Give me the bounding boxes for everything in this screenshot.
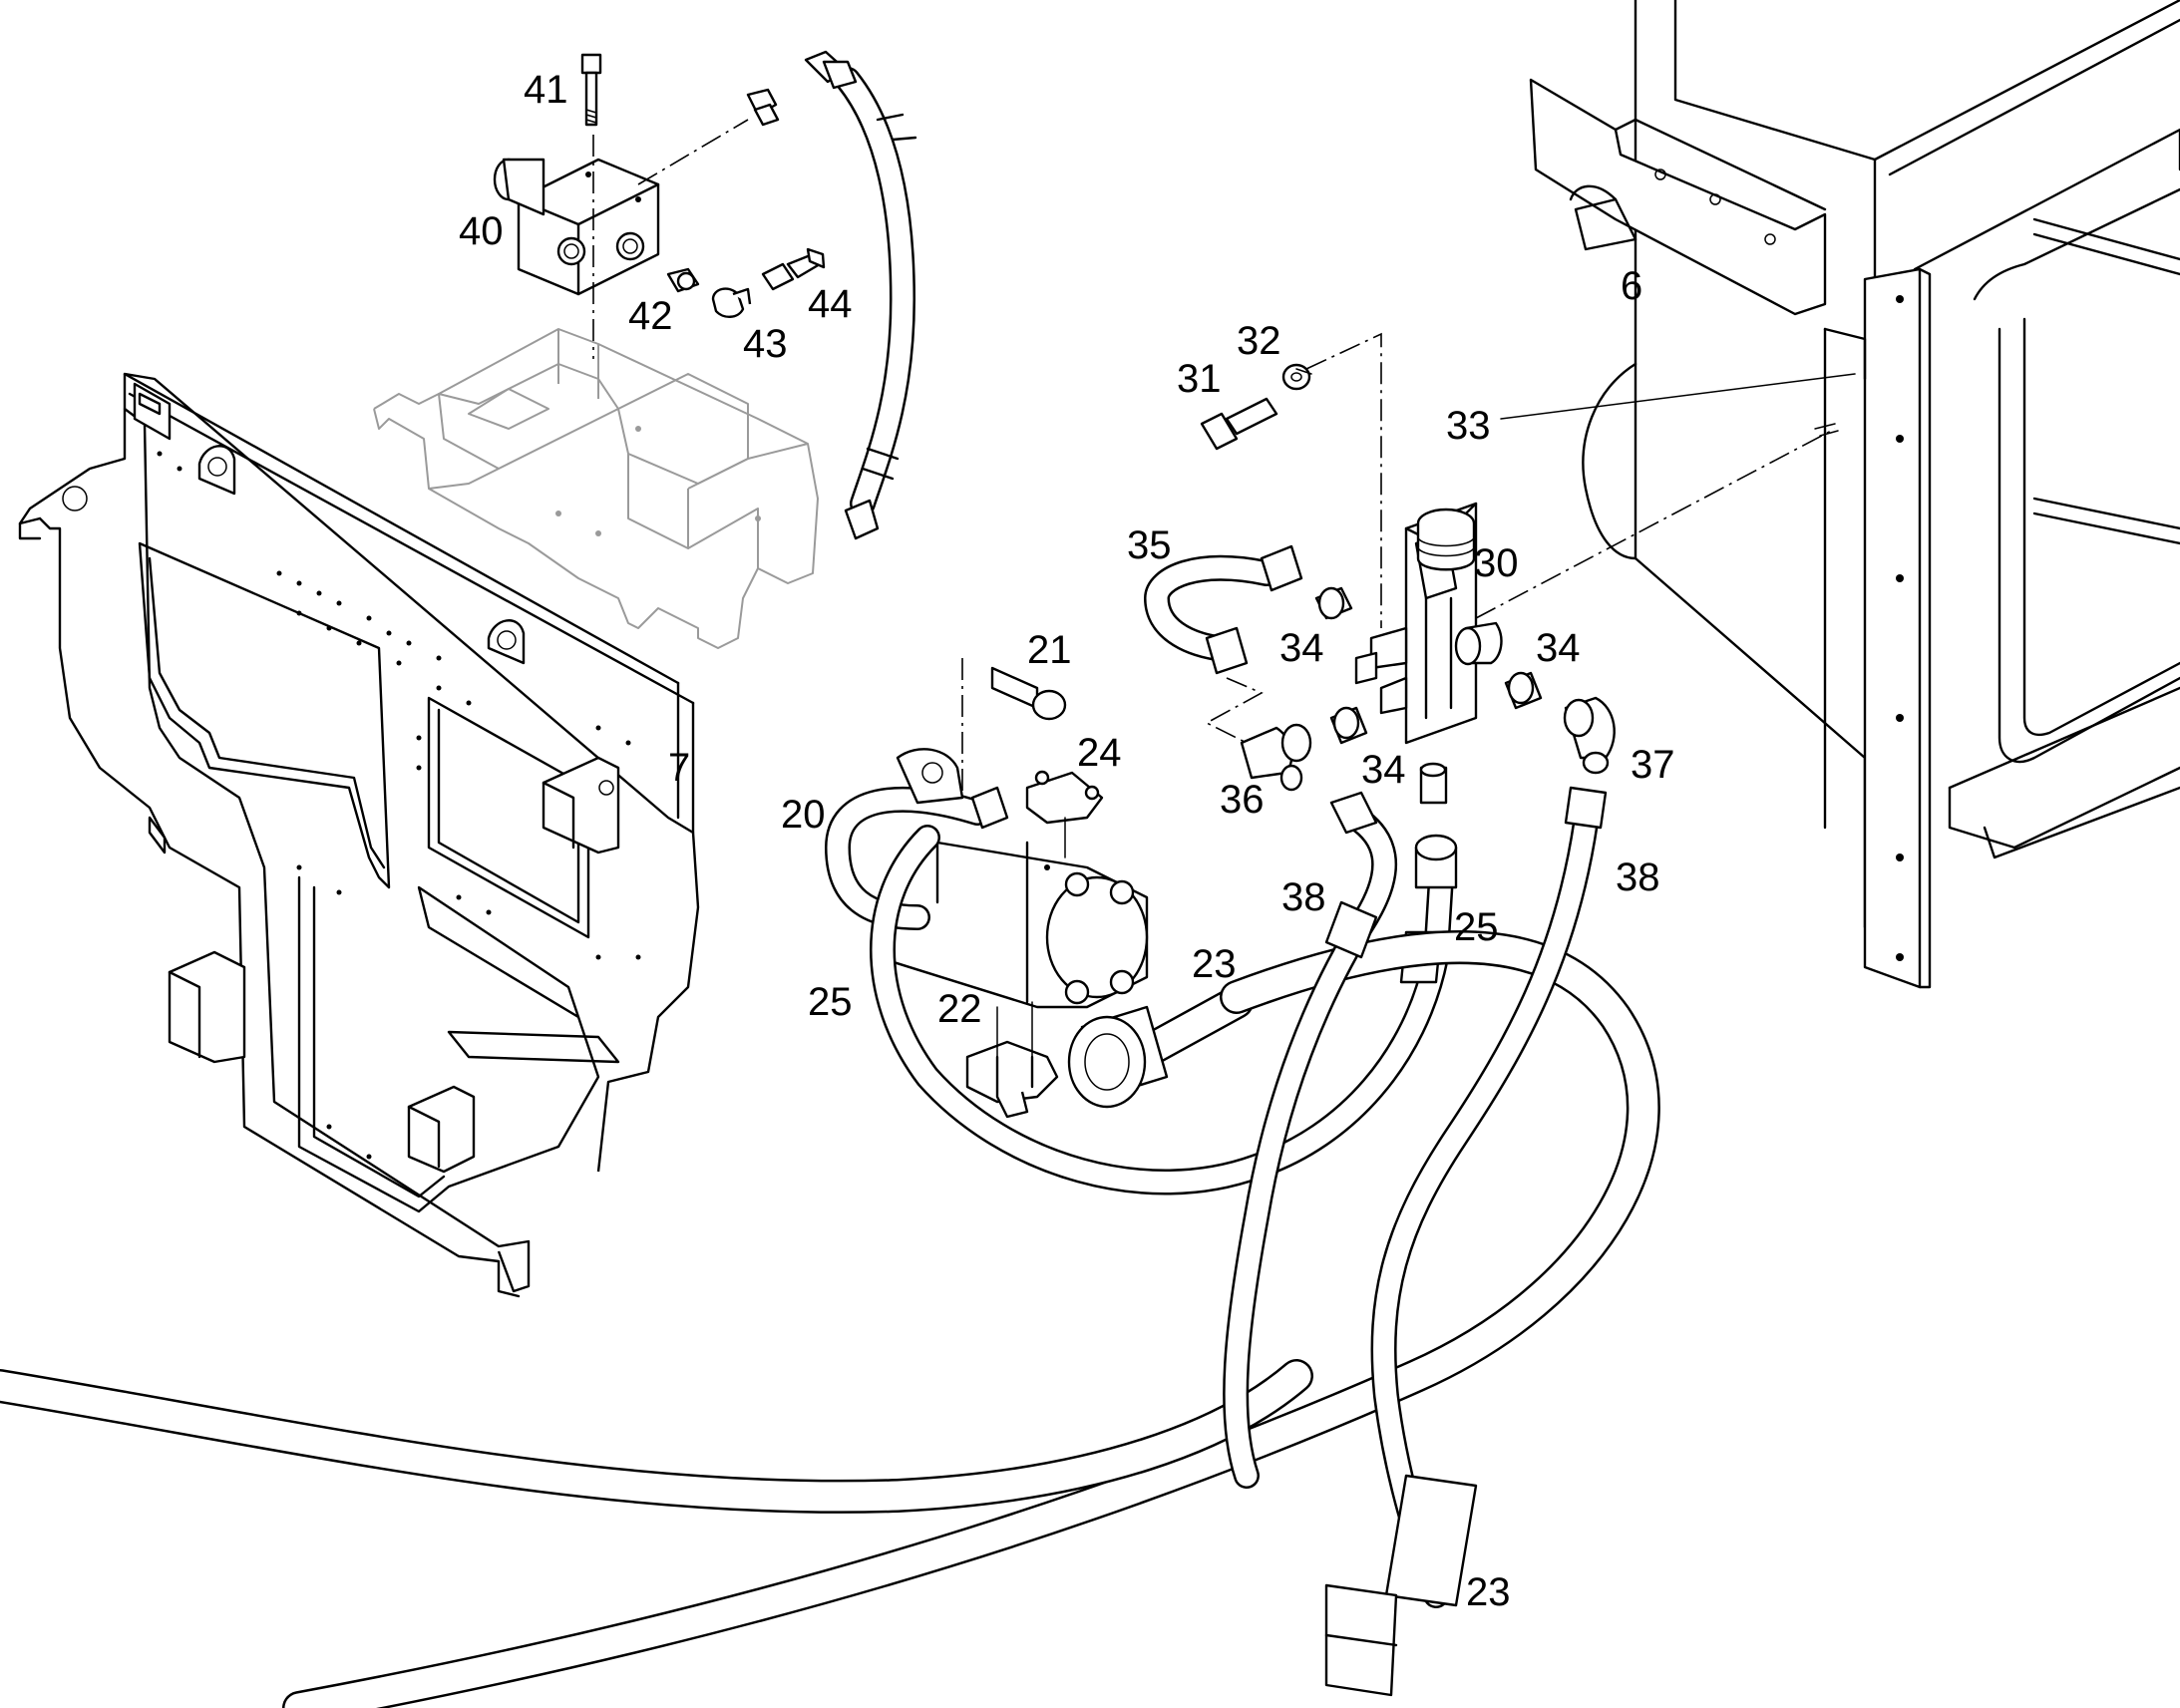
callout-7: 7 — [668, 746, 690, 790]
callout-32: 32 — [1237, 319, 1281, 363]
part-22-clamp — [965, 1001, 1059, 1119]
callout-23-upper: 23 — [1192, 942, 1237, 986]
part-20-pump — [876, 841, 1149, 1009]
part-30-valve — [1354, 502, 1503, 745]
callout-23-lower: 23 — [1466, 1570, 1511, 1614]
part-41-bolt — [580, 53, 602, 127]
callout-34-b: 34 — [1536, 626, 1581, 670]
callout-30: 30 — [1474, 541, 1519, 585]
part-24-clamp — [1025, 770, 1104, 858]
part-21-bolt — [990, 666, 1067, 721]
part-34-fittings — [1314, 586, 1543, 805]
callout-40: 40 — [459, 209, 504, 253]
part-42-plug — [666, 267, 700, 293]
part-7-mounting-plate — [18, 372, 700, 1298]
callout-37: 37 — [1631, 743, 1675, 787]
callout-38-right: 38 — [1616, 855, 1660, 899]
part-44-adapter — [761, 247, 826, 291]
plate-holes — [157, 451, 641, 1160]
callout-33: 33 — [1446, 404, 1491, 448]
callout-31: 31 — [1177, 357, 1222, 401]
part-38-hose-left — [1223, 791, 1398, 1489]
callout-25-left: 25 — [808, 980, 853, 1024]
reference-bracket-grey — [373, 328, 819, 649]
part-35-tube — [1144, 544, 1303, 675]
callout-42: 42 — [628, 294, 673, 338]
part-23-suction-hose — [0, 930, 1660, 1708]
callout-24: 24 — [1077, 731, 1122, 775]
callout-6: 6 — [1621, 264, 1642, 308]
part-40-upper-fitting — [746, 88, 780, 127]
callout-20: 20 — [781, 793, 826, 837]
upper-pilot-hose — [804, 50, 917, 540]
part-31-bolt — [1200, 397, 1278, 451]
callout-25-right: 25 — [1454, 905, 1499, 949]
callout-36: 36 — [1220, 778, 1265, 822]
callout-35: 35 — [1127, 523, 1172, 567]
leader-lines — [1295, 368, 1856, 420]
callout-34-c: 34 — [1361, 748, 1406, 792]
callout-labels: 6 7 20 21 22 23 23 24 25 25 30 31 32 33 … — [459, 68, 1675, 1614]
callout-41: 41 — [524, 68, 568, 112]
part-33-pin — [1814, 423, 1839, 437]
part-43-elbow-fitting — [711, 287, 752, 318]
part-6-frame-housing — [1529, 0, 2180, 989]
part-36-elbow — [1240, 723, 1312, 792]
callout-38-left: 38 — [1281, 875, 1326, 919]
callout-43: 43 — [743, 322, 788, 366]
part-38-hose-right — [1324, 786, 1608, 1697]
callout-22: 22 — [937, 987, 982, 1031]
part-40-valve-block — [493, 158, 660, 296]
part-37-elbow — [1563, 696, 1616, 775]
callout-34-a: 34 — [1279, 626, 1324, 670]
callout-44: 44 — [808, 282, 853, 326]
callout-21: 21 — [1027, 628, 1072, 672]
